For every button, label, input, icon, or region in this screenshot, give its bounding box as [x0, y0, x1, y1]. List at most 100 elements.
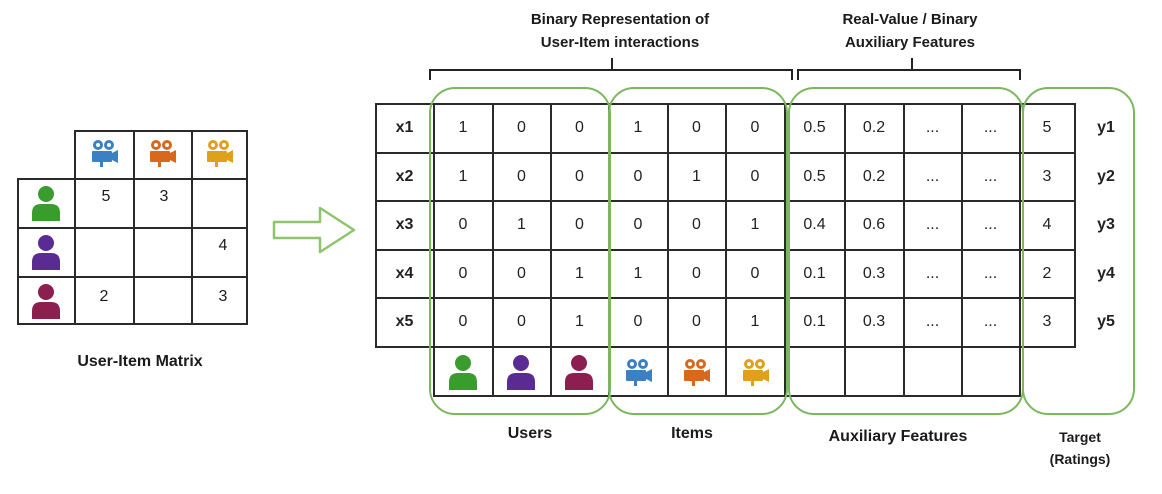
row-label: x4 [395, 265, 414, 282]
aux-value-cell: ... [983, 265, 998, 282]
user-purple-icon [31, 234, 61, 270]
target-group-outline [1022, 87, 1135, 415]
aux-value-cell: 0.6 [862, 216, 886, 233]
camera-gold-icon [740, 358, 770, 386]
aux-value-cell: 0.4 [803, 216, 826, 233]
y-label: y3 [1097, 216, 1115, 233]
aux-value-cell: 0.3 [862, 313, 886, 330]
item-value-cell: 1 [633, 265, 643, 282]
camera-blue-icon [89, 139, 119, 167]
grid-line [74, 130, 248, 132]
binary-header-line2: User-Item interactions [540, 34, 700, 51]
aux-value-cell: 0.5 [803, 168, 826, 185]
item-value-cell: 0 [633, 168, 643, 185]
grid-line [1019, 103, 1021, 397]
grid-line [246, 130, 248, 325]
rating-cell: 3 [218, 288, 228, 305]
user-maroon-icon [31, 283, 61, 319]
grid-line [492, 103, 494, 397]
row-label: x5 [395, 313, 414, 330]
target-value-cell: 5 [1042, 119, 1052, 136]
item-value-cell: 0 [633, 313, 643, 330]
aux-value-cell: ... [925, 119, 940, 136]
aux-label: Auxiliary Features [828, 428, 968, 445]
aux-value-cell: ... [983, 313, 998, 330]
user-value-cell: 0 [575, 119, 584, 136]
rating-cell: 5 [101, 188, 111, 205]
user-maroon-icon [564, 354, 594, 390]
grid-line [550, 103, 552, 397]
aux-value-cell: ... [925, 265, 940, 282]
item-value-cell: 1 [633, 119, 643, 136]
row-label: x3 [395, 216, 414, 233]
grid-line [1074, 103, 1076, 348]
aux-header: Real-Value / Binary Auxiliary Features [800, 8, 1020, 54]
rating-cell: 3 [159, 188, 169, 205]
user-value-cell: 0 [517, 313, 526, 330]
target-label-line2: (Ratings) [1049, 451, 1111, 467]
grid-line [784, 103, 786, 397]
y-label: y1 [1097, 119, 1115, 136]
aux-value-cell: 0.1 [803, 265, 826, 282]
grid-line [133, 130, 135, 325]
row-label: x2 [395, 168, 414, 185]
aux-value-cell: ... [983, 168, 998, 185]
camera-blue-icon [623, 358, 653, 386]
item-value-cell: 0 [692, 265, 701, 282]
user-green-icon [31, 185, 61, 221]
target-value-cell: 2 [1042, 265, 1052, 282]
grid-line [17, 323, 248, 325]
user-value-cell: 0 [575, 216, 584, 233]
y-label: y4 [1097, 265, 1115, 282]
grid-line [191, 130, 193, 325]
aux-value-cell: 0.5 [803, 119, 826, 136]
item-value-cell: 0 [750, 265, 760, 282]
target-value-cell: 4 [1042, 216, 1052, 233]
camera-orange-icon [681, 358, 711, 386]
aux-header-line1: Real-Value / Binary [842, 11, 978, 28]
aux-value-cell: 0.2 [862, 119, 886, 136]
item-value-cell: 0 [692, 119, 701, 136]
row-label: x1 [395, 119, 414, 136]
aux-value-cell: ... [925, 313, 940, 330]
item-value-cell: 0 [692, 313, 701, 330]
grid-line [961, 103, 963, 397]
matrix-label: User-Item Matrix [77, 353, 203, 370]
user-value-cell: 0 [458, 265, 468, 282]
grid-line [17, 178, 248, 180]
grid-line [725, 103, 727, 397]
user-value-cell: 1 [458, 119, 468, 136]
grid-line [903, 103, 905, 397]
item-value-cell: 0 [633, 216, 643, 233]
user-value-cell: 0 [517, 265, 526, 282]
target-label-line1: Target [1059, 429, 1101, 445]
user-value-cell: 1 [575, 265, 584, 282]
user-value-cell: 0 [517, 119, 526, 136]
binary-header: Binary Representation of User-Item inter… [480, 8, 760, 54]
y-label: y2 [1097, 168, 1115, 185]
item-value-cell: 0 [750, 168, 760, 185]
y-label: y5 [1097, 313, 1115, 330]
target-value-cell: 3 [1042, 313, 1052, 330]
items-group-outline [608, 87, 788, 415]
header-braces [429, 58, 1021, 80]
user-value-cell: 0 [458, 313, 468, 330]
item-value-cell: 0 [692, 216, 701, 233]
user-green-icon [448, 354, 478, 390]
binary-header-line1: Binary Representation of [530, 11, 710, 28]
aux-value-cell: ... [925, 168, 940, 185]
aux-value-cell: 0.3 [862, 265, 886, 282]
user-purple-icon [506, 354, 536, 390]
aux-value-cell: ... [925, 216, 940, 233]
user-value-cell: 1 [517, 216, 526, 233]
aux-group-outline [788, 87, 1024, 415]
grid-line [433, 103, 435, 397]
grid-line [17, 178, 19, 325]
aux-value-cell: ... [983, 216, 998, 233]
grid-line [375, 103, 377, 348]
user-value-cell: 0 [517, 168, 526, 185]
items-label: Items [671, 425, 713, 442]
right-arrow-icon [272, 205, 358, 260]
user-value-cell: 0 [458, 216, 468, 233]
aux-value-cell: 0.2 [862, 168, 886, 185]
